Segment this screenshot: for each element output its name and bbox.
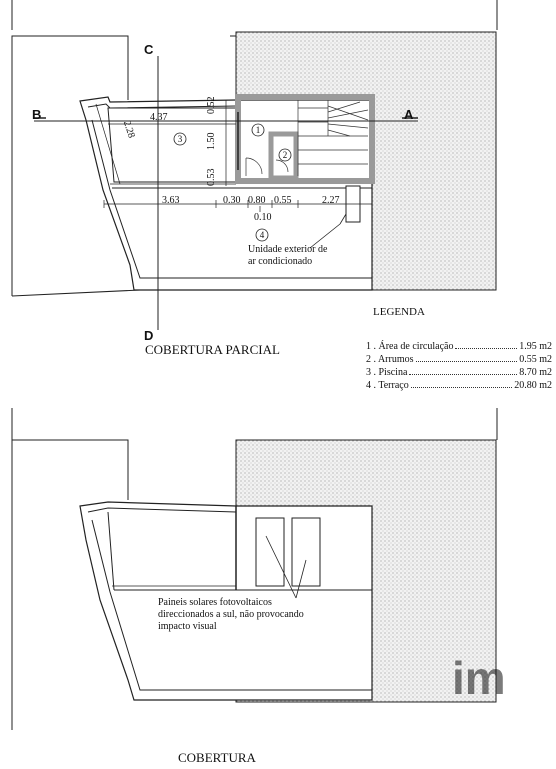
room-number-3: 3	[178, 134, 183, 144]
legend-item-label: 2 . Arrumos	[366, 354, 414, 365]
ac-note-line1: Unidade exterior de	[248, 244, 328, 255]
dim-bottom-1: 3.63	[162, 195, 180, 206]
dim-bottom-5: 2.27	[322, 195, 340, 206]
solar-panel-left	[255, 517, 285, 587]
legend-item-value: 0.55 m2	[519, 354, 552, 365]
dim-bottom-3: 0.80	[248, 195, 266, 206]
legend-dots	[455, 348, 518, 349]
legend-title: LEGENDA	[373, 306, 425, 318]
legend-item-value: 1.95 m2	[519, 341, 552, 352]
room-number-1: 1	[256, 125, 261, 135]
section-marker-b: B	[32, 107, 41, 122]
room-number-4: 4	[260, 230, 265, 240]
section-marker-c: C	[144, 42, 154, 57]
watermark-logo: im	[452, 652, 506, 704]
solar-note-line: impacto visual	[158, 621, 217, 632]
legend-item-label: 4 . Terraço	[366, 380, 409, 391]
legend-item: 3 . Piscina 8.70 m2	[366, 366, 552, 379]
legend: 1 . Área de circulação 1.95 m2 2 . Arrum…	[366, 340, 552, 392]
legend-item: 1 . Área de circulação 1.95 m2	[366, 340, 552, 353]
legend-item-label: 1 . Área de circulação	[366, 341, 454, 352]
ac-note-line2: ar condicionado	[248, 256, 312, 267]
legend-item-label: 3 . Piscina	[366, 367, 408, 378]
solar-note: Paineis solares fotovoltaicos direcciona…	[158, 597, 304, 633]
legend-item-value: 8.70 m2	[519, 367, 552, 378]
legend-item: 4 . Terraço 20.80 m2	[366, 379, 552, 392]
dim-pool-width: 4.37	[150, 112, 168, 123]
solar-note-line: Paineis solares fotovoltaicos	[158, 597, 272, 608]
dim-bottom-2: 0.30	[223, 195, 241, 206]
dim-053: 0.53	[206, 169, 217, 187]
section-marker-a: A	[404, 107, 414, 122]
solar-note-line: direccionados a sul, não provocando	[158, 609, 304, 620]
legend-item: 2 . Arrumos 0.55 m2	[366, 353, 552, 366]
legend-dots	[410, 387, 513, 388]
bottom-plan-title: COBERTURA	[178, 750, 256, 765]
room-number-2: 2	[283, 150, 288, 160]
solar-panel-right	[291, 517, 321, 587]
dim-150: 1.50	[206, 133, 217, 151]
dim-pool-diag: 2.28	[121, 119, 137, 139]
legend-dots	[415, 361, 518, 362]
section-marker-d: D	[144, 328, 153, 343]
top-plan: 3 1 2 4 B A C D 4.37 2.28 0.52 1.50 0.53…	[11, 0, 498, 343]
dim-052: 0.52	[206, 97, 217, 115]
stair-treads	[297, 100, 369, 176]
top-plan-title: COBERTURA PARCIAL	[145, 342, 280, 357]
legend-item-value: 20.80 m2	[514, 380, 552, 391]
dim-below: 0.10	[254, 212, 272, 223]
dim-bottom-4: 0.55	[274, 195, 292, 206]
legend-dots	[409, 374, 518, 375]
bottom-plan: im	[11, 408, 506, 730]
